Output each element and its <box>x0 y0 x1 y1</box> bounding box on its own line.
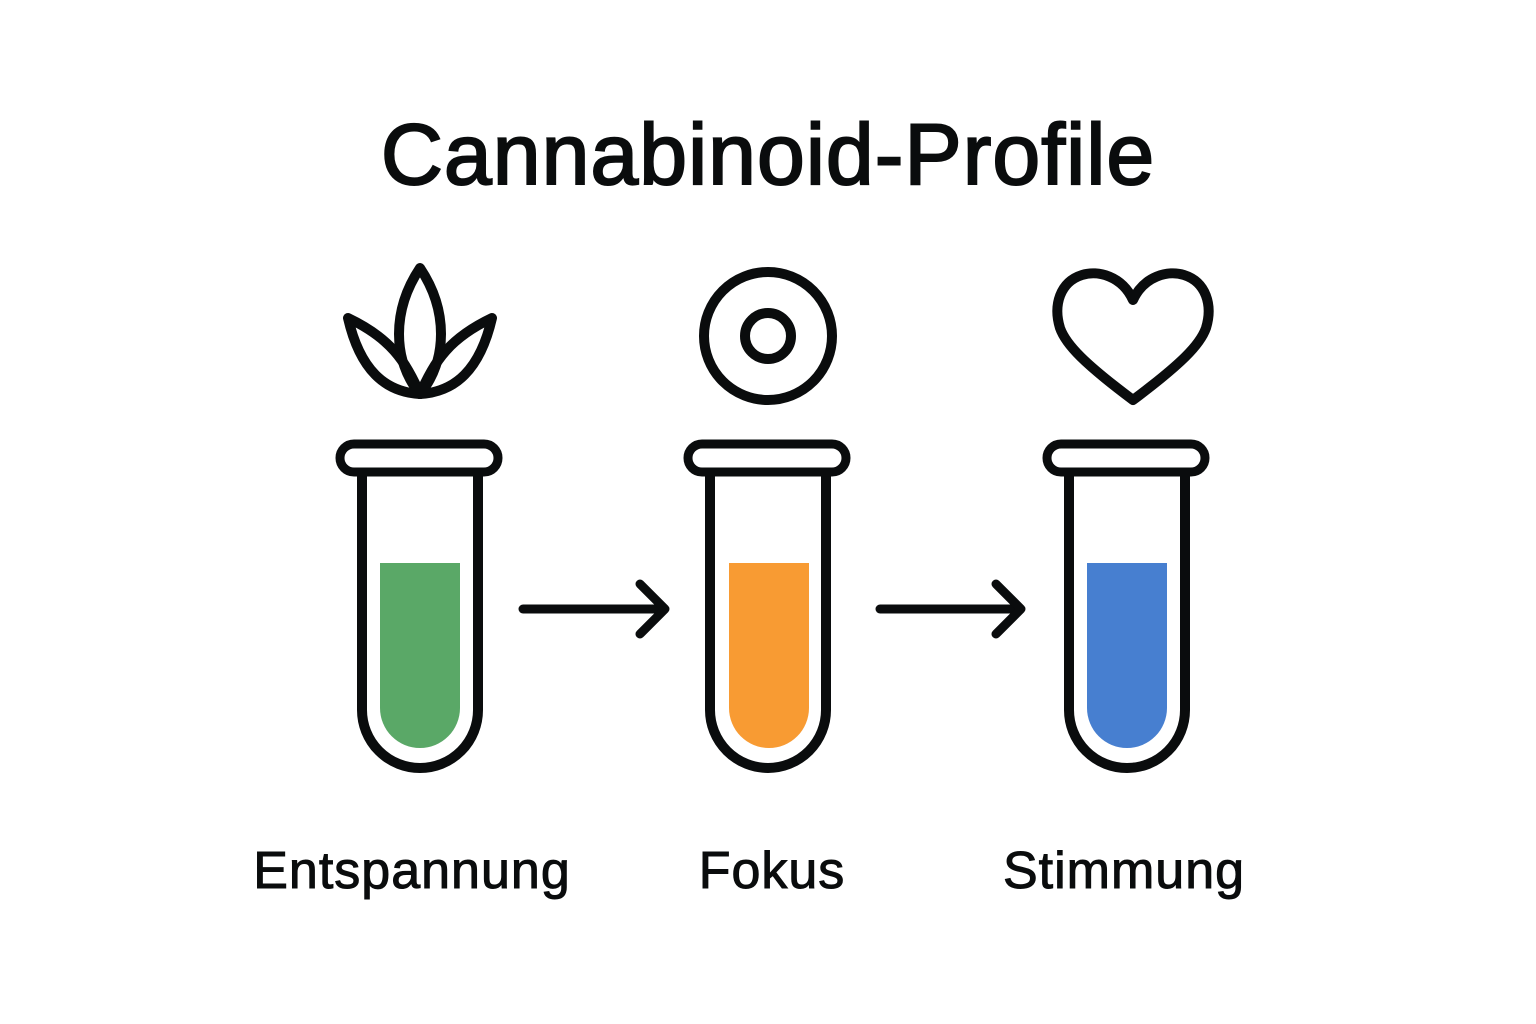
label-stimmung: Stimmung <box>1002 842 1246 901</box>
arrow-right-icon <box>518 579 670 639</box>
heart-icon <box>1052 268 1214 405</box>
liquid-blue <box>1087 563 1167 748</box>
label-entspannung: Entspannung <box>253 842 571 901</box>
test-tube-entspannung <box>335 439 503 773</box>
leaf-icon <box>343 263 497 399</box>
page-title: Cannabinoid-Profile <box>380 106 1156 204</box>
arrow-right-icon <box>875 579 1026 639</box>
liquid-orange <box>729 563 809 748</box>
label-fokus: Fokus <box>698 842 846 901</box>
test-tube-fokus <box>683 439 851 773</box>
target-icon <box>699 267 837 405</box>
test-tube-stimmung <box>1042 439 1210 773</box>
liquid-green <box>380 563 460 748</box>
